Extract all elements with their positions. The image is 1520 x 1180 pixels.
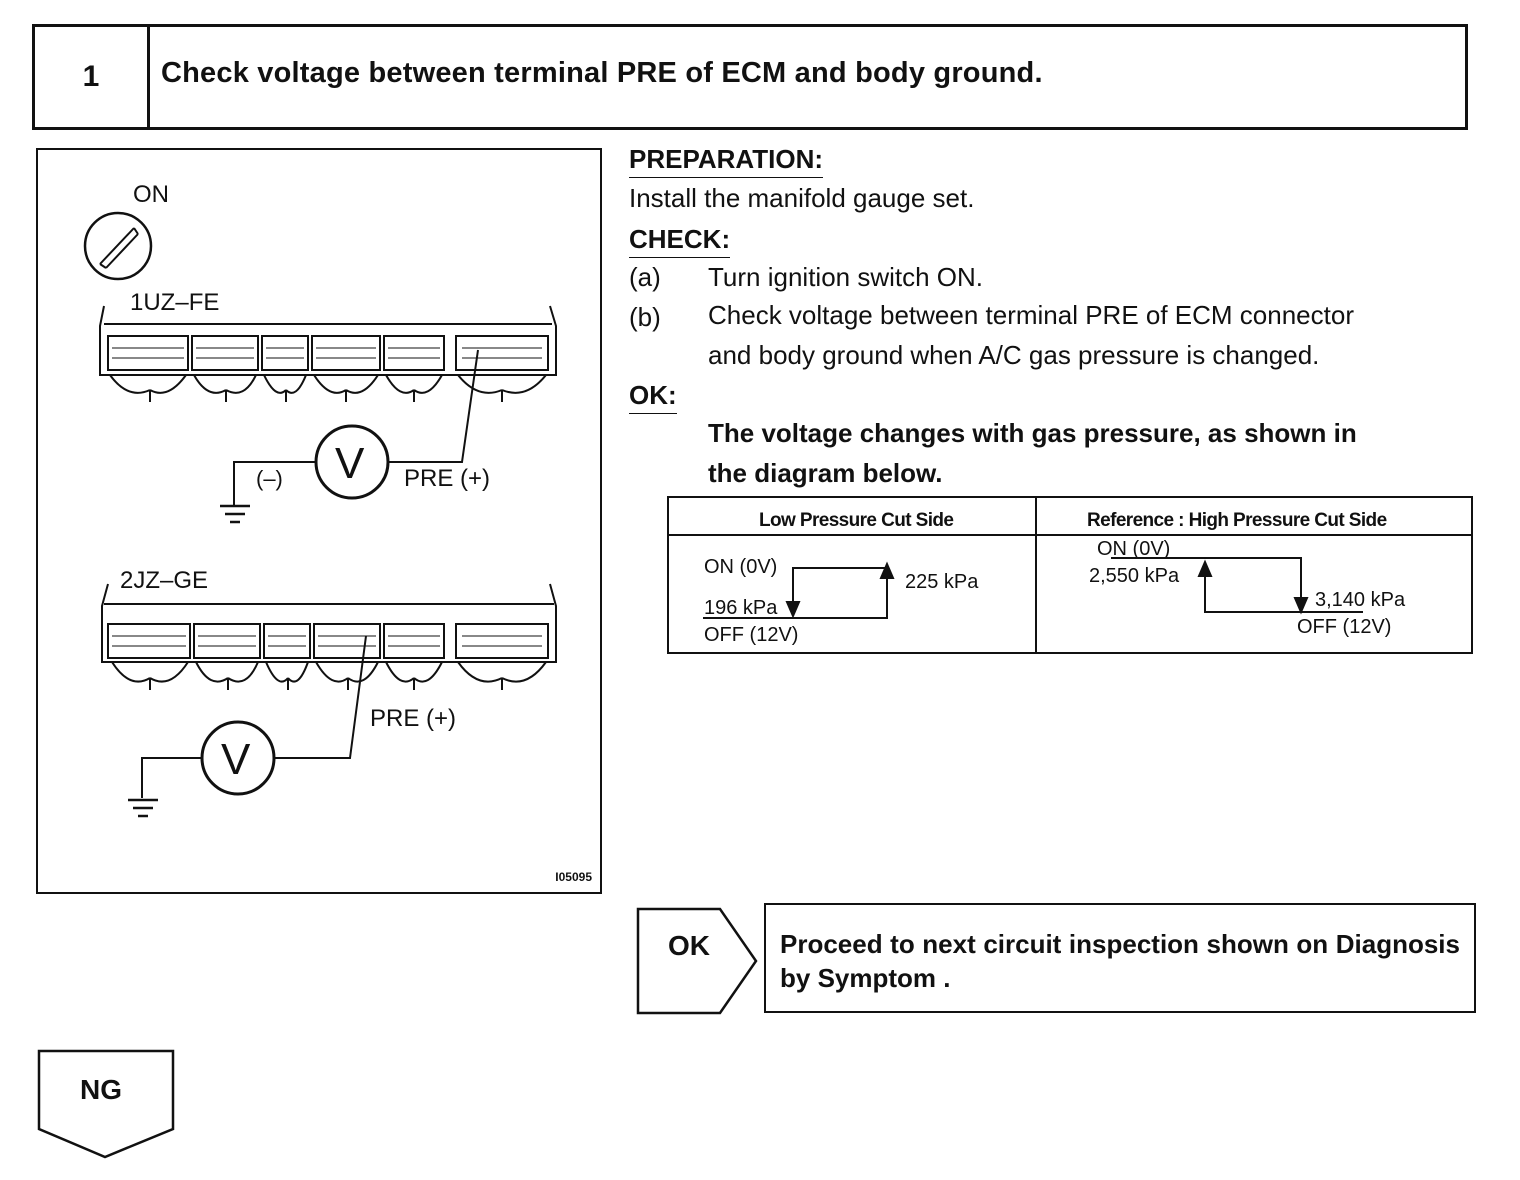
check-heading: CHECK: bbox=[629, 224, 731, 258]
step-a-marker: (a) bbox=[629, 262, 661, 292]
step-b-text-line-1: Check voltage between terminal PRE of EC… bbox=[708, 300, 1354, 330]
ground-2-icon bbox=[128, 798, 158, 818]
low-up-arrow bbox=[879, 561, 895, 579]
ok-arrow-box bbox=[636, 907, 758, 1015]
preparation-text: Install the manifold gauge set. bbox=[629, 183, 975, 213]
ok-result-label: OK bbox=[668, 930, 710, 961]
low-pressure-header: Low Pressure Cut Side bbox=[759, 510, 954, 531]
ground-1-icon bbox=[220, 504, 250, 524]
ok-result-text: Proceed to next circuit inspection shown… bbox=[780, 929, 1460, 993]
pre-positive-label-2: PRE (+) bbox=[370, 705, 456, 732]
step-header: 1 Check voltage between terminal PRE of … bbox=[32, 24, 1468, 130]
pressure-switch-table: Low Pressure Cut Side Reference : High P… bbox=[667, 496, 1473, 654]
voltmeter-1-symbol: V bbox=[335, 439, 365, 488]
pre-positive-label-1: PRE (+) bbox=[404, 465, 490, 492]
ng-arrow-box bbox=[37, 1049, 175, 1159]
negative-probe-label: (–) bbox=[256, 466, 283, 491]
high-off-label: OFF (12V) bbox=[1297, 616, 1392, 638]
high-pressure-header: Reference : High Pressure Cut Side bbox=[1087, 510, 1387, 531]
ecm-2jz-ge-connector bbox=[101, 583, 557, 690]
step-a-text: Turn ignition switch ON. bbox=[708, 262, 984, 292]
low-off-trace bbox=[703, 572, 888, 619]
ignition-on-label: ON bbox=[133, 181, 169, 208]
step-b-text-line-2: and body ground when A/C gas pressure is… bbox=[708, 340, 1320, 370]
wiring-illustration: ON 1UZ–FE bbox=[36, 148, 602, 894]
preparation-heading: PREPARATION: bbox=[629, 144, 824, 178]
engine-2-label: 2JZ–GE bbox=[120, 567, 208, 594]
low-on-pressure: 225 kPa bbox=[905, 571, 979, 593]
high-on-label: ON (0V) bbox=[1097, 538, 1171, 560]
ng-result-label: NG bbox=[80, 1074, 122, 1105]
low-on-label: ON (0V) bbox=[704, 556, 778, 578]
step-b-marker: (b) bbox=[629, 302, 661, 332]
ok-result-box: Proceed to next circuit inspection shown… bbox=[764, 903, 1476, 1013]
high-off-trace bbox=[1204, 570, 1363, 613]
pressure-hysteresis-diagrams bbox=[703, 557, 1363, 619]
high-on-pressure: 2,550 kPa bbox=[1089, 565, 1180, 587]
ecm-wiring-diagram: ON 1UZ–FE bbox=[83, 181, 557, 818]
ignition-switch-icon bbox=[83, 211, 153, 281]
table-header-rule bbox=[669, 534, 1471, 536]
ok-heading: OK: bbox=[629, 380, 677, 414]
step-title: Check voltage between terminal PRE of EC… bbox=[161, 57, 1043, 89]
ecm-1uz-fe-connector bbox=[99, 305, 557, 402]
figure-id: I05095 bbox=[555, 870, 592, 884]
low-off-label: OFF (12V) bbox=[704, 624, 799, 646]
table-divider bbox=[1035, 498, 1037, 652]
voltmeter-2-symbol: V bbox=[221, 735, 251, 784]
low-off-pressure: 196 kPa bbox=[704, 597, 778, 619]
high-off-pressure: 3,140 kPa bbox=[1315, 589, 1406, 611]
low-down-arrow bbox=[785, 601, 801, 619]
engine-1-label: 1UZ–FE bbox=[130, 289, 219, 316]
step-number: 1 bbox=[35, 27, 150, 127]
high-down-arrow bbox=[1293, 597, 1309, 615]
high-up-arrow bbox=[1197, 559, 1213, 577]
low-on-trace bbox=[792, 567, 887, 608]
ok-text-line-1: The voltage changes with gas pressure, a… bbox=[708, 418, 1357, 448]
ok-text-line-2: the diagram below. bbox=[708, 458, 943, 488]
high-on-trace bbox=[1111, 557, 1302, 602]
